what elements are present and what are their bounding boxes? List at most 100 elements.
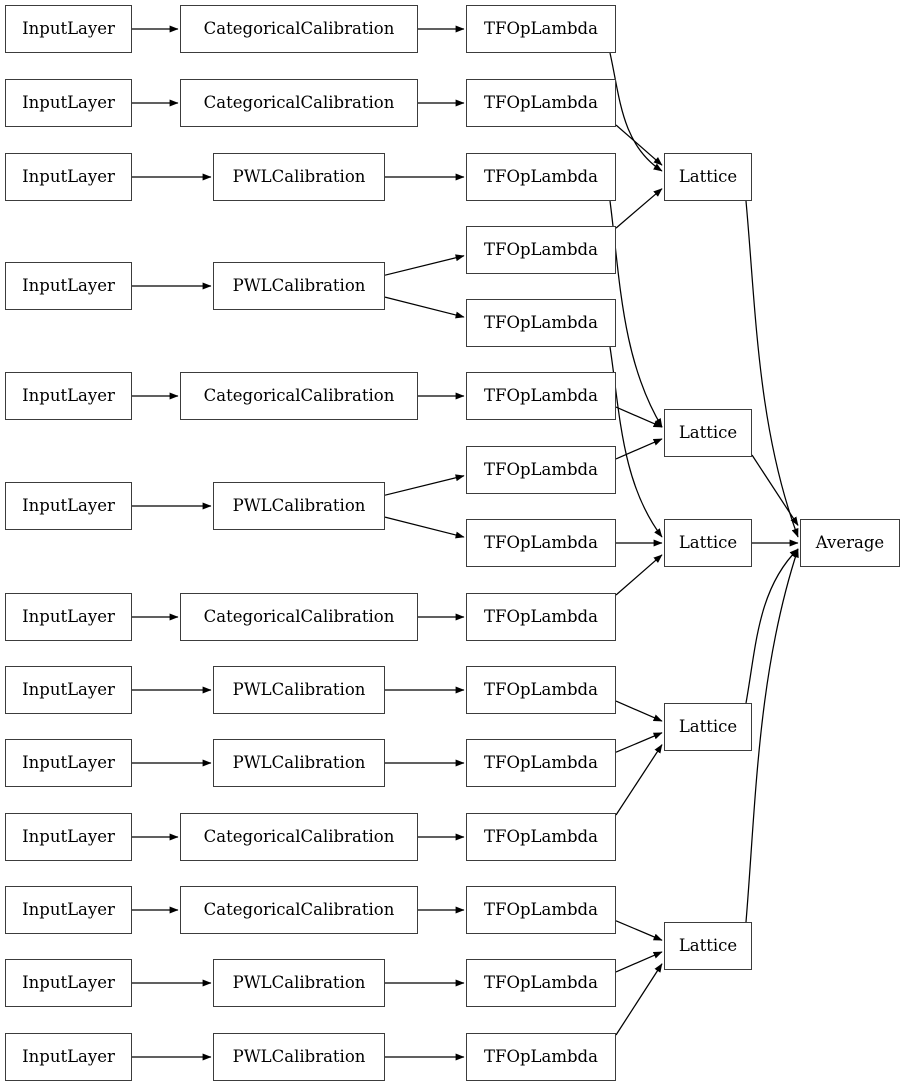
graph-edge-cal6-to-op7 <box>384 474 465 496</box>
graph-node-op7[interactable]: TFOpLambda <box>466 446 616 494</box>
graph-node-cal7[interactable]: CategoricalCalibration <box>180 593 418 641</box>
graph-node-label: TFOpLambda <box>484 972 598 992</box>
graph-node-label: TFOpLambda <box>484 606 598 626</box>
graph-node-cal11[interactable]: CategoricalCalibration <box>180 886 418 934</box>
graph-node-in8[interactable]: InputLayer <box>5 666 132 714</box>
graph-edge-cal6-to-op8 <box>384 516 465 539</box>
graph-edge-op11-to-lat4 <box>615 732 663 753</box>
graph-node-in1[interactable]: InputLayer <box>5 5 132 53</box>
graph-node-cal1[interactable]: CategoricalCalibration <box>180 5 418 53</box>
graph-node-in6[interactable]: InputLayer <box>5 482 132 530</box>
graph-node-label: CategoricalCalibration <box>203 899 395 919</box>
graph-node-label: TFOpLambda <box>484 459 598 479</box>
graph-node-lat2[interactable]: Lattice <box>664 409 752 457</box>
graph-node-in5[interactable]: InputLayer <box>5 372 132 420</box>
graph-node-op3[interactable]: TFOpLambda <box>466 153 616 201</box>
graph-edge-op10-to-lat4 <box>615 700 663 722</box>
graph-node-op8[interactable]: TFOpLambda <box>466 519 616 567</box>
graph-node-label: Lattice <box>678 716 738 736</box>
graph-node-op15[interactable]: TFOpLambda <box>466 1033 616 1081</box>
graph-edge-op5-to-lat3 <box>609 346 663 538</box>
graph-node-op4[interactable]: TFOpLambda <box>466 226 616 274</box>
graph-edge-op6-to-lat2 <box>615 406 663 428</box>
graph-node-in3[interactable]: InputLayer <box>5 153 132 201</box>
graph-node-in7[interactable]: InputLayer <box>5 593 132 641</box>
graph-node-lat3[interactable]: Lattice <box>664 519 752 567</box>
graph-node-label: InputLayer <box>22 752 115 772</box>
graph-node-cal4[interactable]: PWLCalibration <box>213 262 385 310</box>
graph-edge-op1-to-lat1 <box>609 52 663 172</box>
graph-node-label: TFOpLambda <box>484 166 598 186</box>
graph-node-label: Lattice <box>678 935 738 955</box>
graph-node-cal13[interactable]: PWLCalibration <box>213 1033 385 1081</box>
graph-node-label: TFOpLambda <box>484 1046 598 1066</box>
graph-node-label: InputLayer <box>22 495 115 515</box>
graph-node-label: TFOpLambda <box>484 679 598 699</box>
graph-node-label: TFOpLambda <box>484 18 598 38</box>
graph-edge-op13-to-lat5 <box>615 920 663 941</box>
graph-node-label: InputLayer <box>22 972 115 992</box>
graph-node-op5[interactable]: TFOpLambda <box>466 299 616 347</box>
graph-edge-op14-to-lat5 <box>615 951 663 973</box>
graph-node-label: InputLayer <box>22 275 115 295</box>
graph-node-op1[interactable]: TFOpLambda <box>466 5 616 53</box>
graph-node-label: InputLayer <box>22 679 115 699</box>
graph-node-cal8[interactable]: PWLCalibration <box>213 666 385 714</box>
graph-node-in11[interactable]: InputLayer <box>5 886 132 934</box>
graph-node-cal5[interactable]: CategoricalCalibration <box>180 372 418 420</box>
graph-edge-op12-to-lat4 <box>615 744 663 816</box>
graph-edge-lat2-to-avg <box>751 454 799 526</box>
graph-node-lat5[interactable]: Lattice <box>664 922 752 970</box>
graph-node-op10[interactable]: TFOpLambda <box>466 666 616 714</box>
graph-node-label: PWLCalibration <box>232 679 366 699</box>
graph-node-label: TFOpLambda <box>484 385 598 405</box>
graph-node-lat4[interactable]: Lattice <box>664 703 752 751</box>
graph-node-op6[interactable]: TFOpLambda <box>466 372 616 420</box>
graph-node-cal12[interactable]: PWLCalibration <box>213 959 385 1007</box>
graph-node-label: PWLCalibration <box>232 972 366 992</box>
graph-node-in12[interactable]: InputLayer <box>5 959 132 1007</box>
graph-edge-lat1-to-avg <box>745 200 799 538</box>
graph-node-in2[interactable]: InputLayer <box>5 79 132 127</box>
graph-node-op14[interactable]: TFOpLambda <box>466 959 616 1007</box>
graph-node-label: Lattice <box>678 422 738 442</box>
graph-node-label: Lattice <box>678 532 738 552</box>
graph-node-op13[interactable]: TFOpLambda <box>466 886 616 934</box>
graph-edge-lat4-to-avg <box>745 548 799 704</box>
graph-node-cal2[interactable]: CategoricalCalibration <box>180 79 418 127</box>
graph-node-cal10[interactable]: CategoricalCalibration <box>180 813 418 861</box>
graph-node-label: PWLCalibration <box>232 1046 366 1066</box>
graph-edge-op2-to-lat1 <box>615 124 663 166</box>
graph-node-label: CategoricalCalibration <box>203 826 395 846</box>
graph-edge-op3-to-lat2 <box>609 200 663 428</box>
graph-node-label: Average <box>815 532 885 552</box>
graph-node-in10[interactable]: InputLayer <box>5 813 132 861</box>
graph-node-cal6[interactable]: PWLCalibration <box>213 482 385 530</box>
graph-node-op2[interactable]: TFOpLambda <box>466 79 616 127</box>
graph-node-label: PWLCalibration <box>232 275 366 295</box>
graph-node-label: InputLayer <box>22 826 115 846</box>
graph-edge-lat5-to-avg <box>745 548 799 923</box>
graph-edge-op15-to-lat5 <box>615 963 663 1036</box>
graph-node-label: PWLCalibration <box>232 166 366 186</box>
graph-edge-cal4-to-op5 <box>384 296 465 319</box>
graph-edge-op7-to-lat2 <box>615 438 663 460</box>
graph-node-label: PWLCalibration <box>232 495 366 515</box>
graph-node-label: InputLayer <box>22 385 115 405</box>
graph-node-op12[interactable]: TFOpLambda <box>466 813 616 861</box>
graph-node-in9[interactable]: InputLayer <box>5 739 132 787</box>
graph-node-label: CategoricalCalibration <box>203 92 395 112</box>
graph-node-cal9[interactable]: PWLCalibration <box>213 739 385 787</box>
graph-node-cal3[interactable]: PWLCalibration <box>213 153 385 201</box>
graph-node-avg[interactable]: Average <box>800 519 900 567</box>
graph-node-op11[interactable]: TFOpLambda <box>466 739 616 787</box>
graph-node-label: TFOpLambda <box>484 752 598 772</box>
graph-node-in4[interactable]: InputLayer <box>5 262 132 310</box>
graph-edge-op9-to-lat3 <box>615 554 663 596</box>
graph-node-lat1[interactable]: Lattice <box>664 153 752 201</box>
graph-node-in13[interactable]: InputLayer <box>5 1033 132 1081</box>
graph-node-label: CategoricalCalibration <box>203 385 395 405</box>
graph-node-label: TFOpLambda <box>484 239 598 259</box>
graph-node-op9[interactable]: TFOpLambda <box>466 593 616 641</box>
